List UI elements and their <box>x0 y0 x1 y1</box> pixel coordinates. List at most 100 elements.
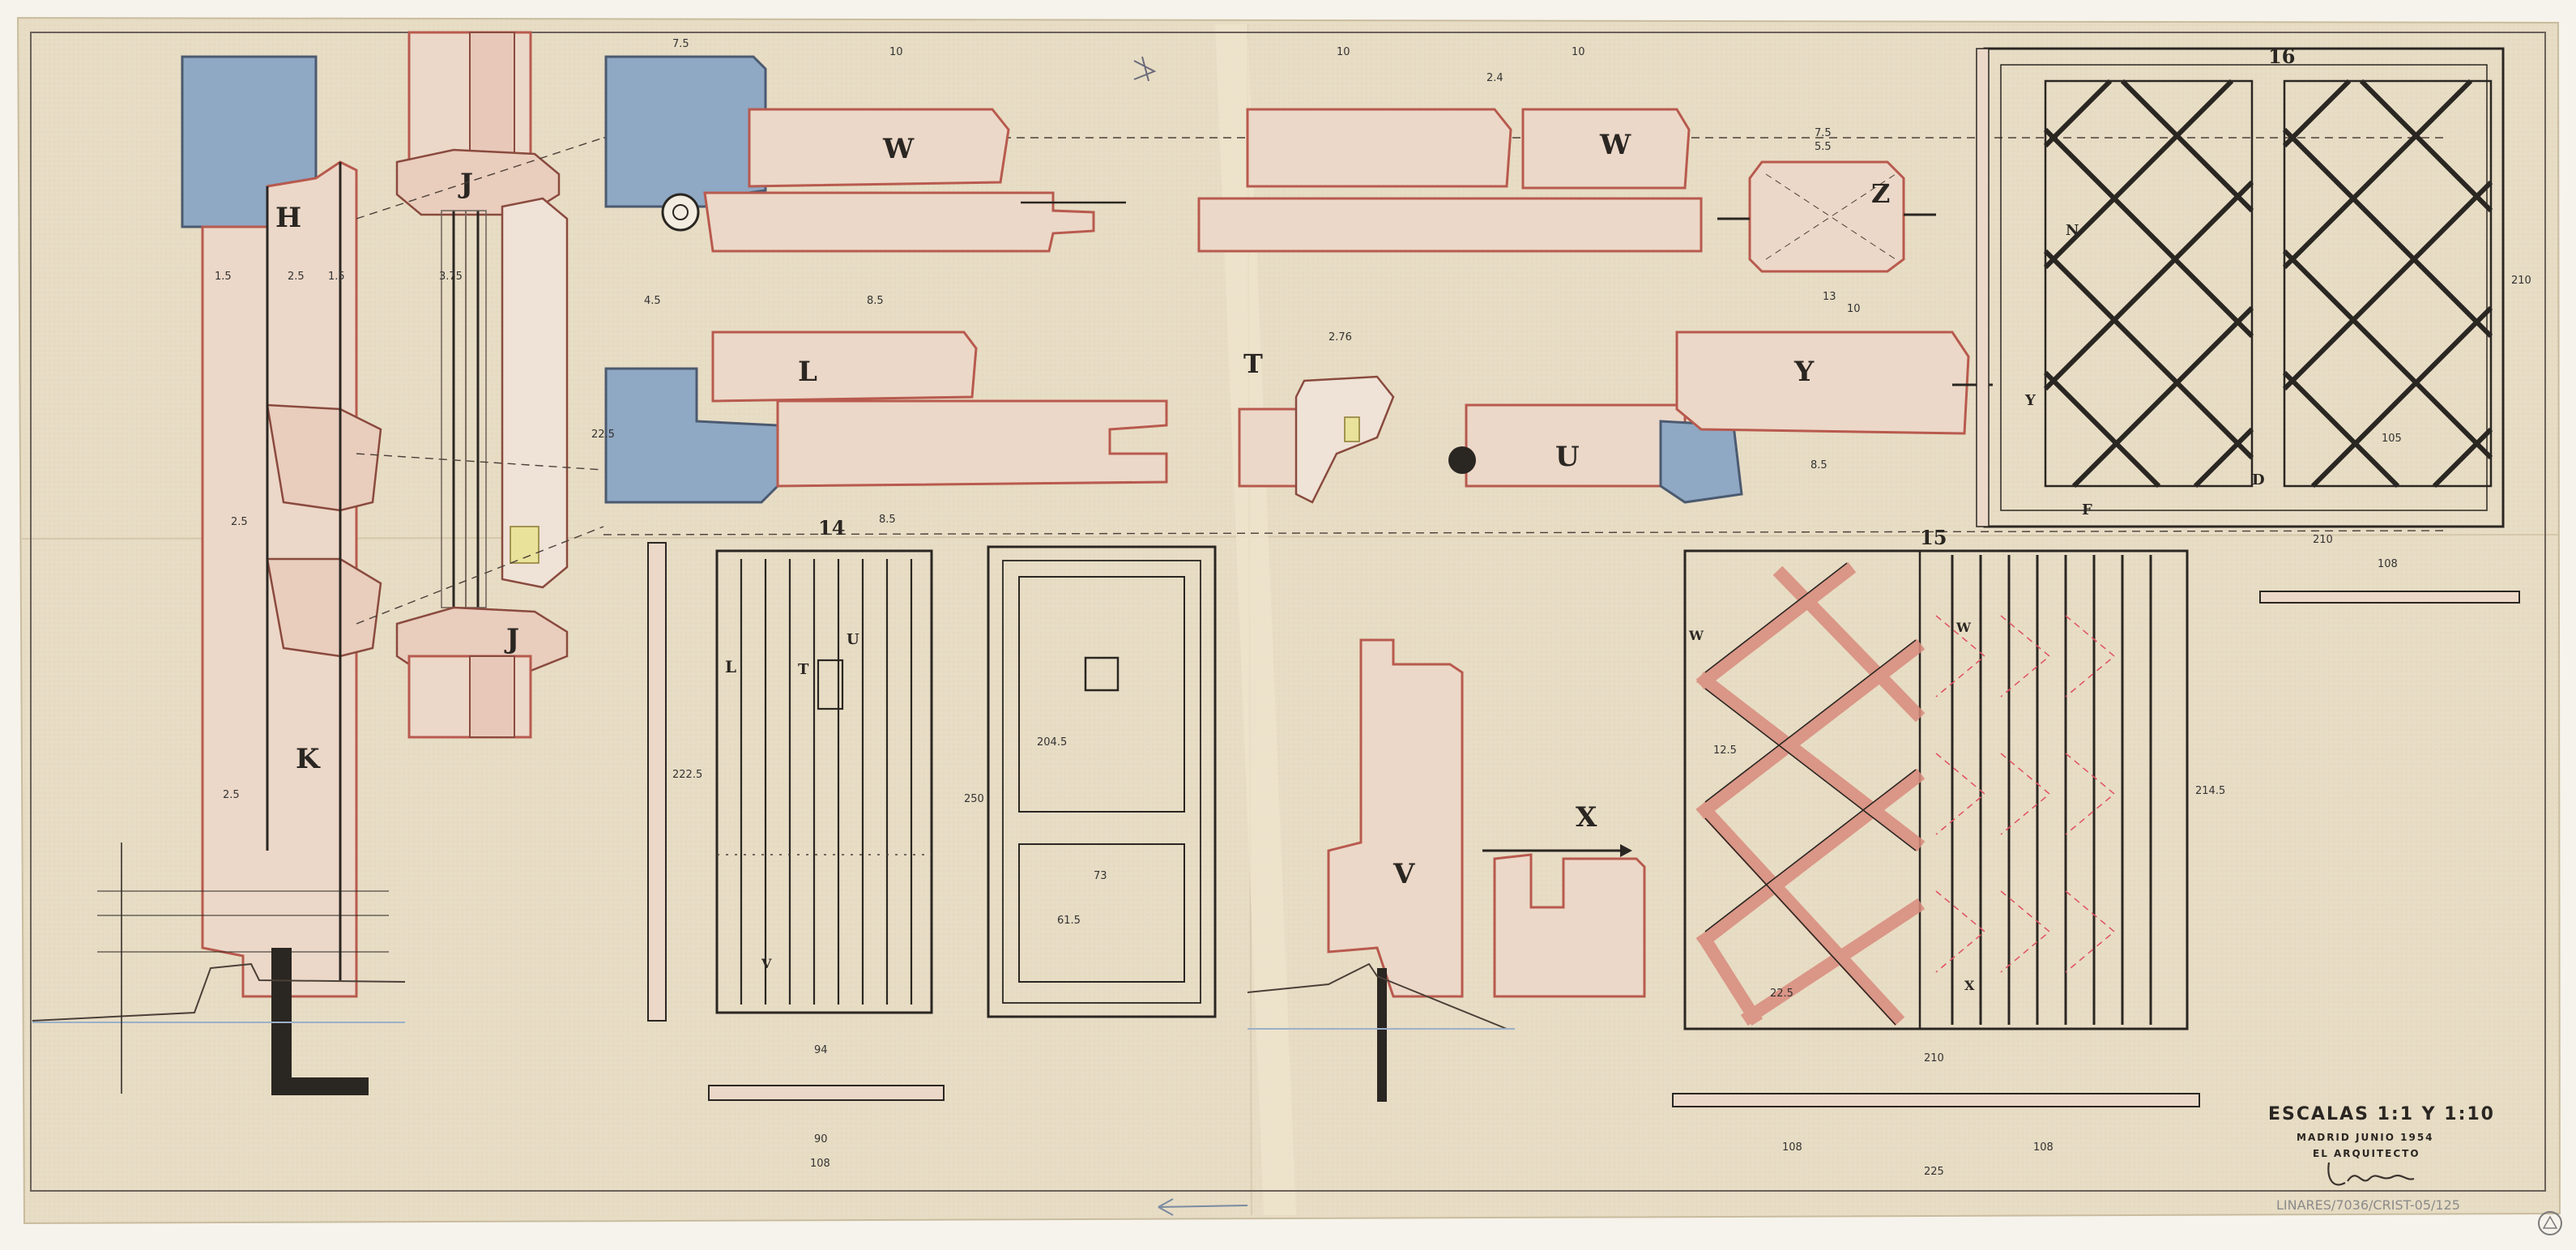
dimension-label: 105 <box>2382 433 2402 445</box>
horizontal-section-w-left: W 7.5 10 4.5 8.5 <box>604 38 1126 307</box>
archive-seal-icon <box>2538 1211 2562 1235</box>
door-15-slats <box>1951 555 2152 1025</box>
section-label-l: L <box>798 356 817 388</box>
section-label-u: U <box>1555 441 1580 473</box>
door-14-panel-elevation: 250 204.5 73 61.5 <box>964 545 1217 1018</box>
section-label-k: K <box>296 743 321 775</box>
door-number-15: 15 <box>1920 526 1947 549</box>
dimension-label: 2.5 <box>231 516 248 528</box>
horizontal-section-l: L 22.5 8.5 <box>591 331 1168 526</box>
vertical-section-x: X <box>1482 801 1646 998</box>
fold-line <box>19 534 2559 540</box>
dimension-label: 22.5 <box>591 429 615 441</box>
dimension-label: 108 <box>2033 1141 2054 1154</box>
dimension-label: 8.5 <box>867 295 884 307</box>
section-label-j-bottom: J <box>504 623 519 655</box>
dimension-label: 250 <box>964 793 984 805</box>
section-label-v: V <box>1392 858 1415 890</box>
section-label-y: Y <box>1793 356 1815 388</box>
vertical-section-j: J J 3.75 <box>395 31 569 739</box>
horizontal-section-y: Y 10 8.5 <box>1675 303 1993 471</box>
door-16-elevation: 16 N Y D F <box>1976 45 2531 604</box>
section-label-t: T <box>1243 348 1263 379</box>
door-16-diamonds-left <box>2043 79 2254 488</box>
door16-label-y: Y <box>2024 392 2036 409</box>
door14-label-l: L <box>725 657 736 676</box>
section-label-x: X <box>1576 801 1597 834</box>
dimension-label: 2.5 <box>223 789 240 801</box>
door-15-hidden-lattice <box>1935 615 2116 973</box>
door16-label-d: D <box>2252 471 2265 488</box>
dimension-label: 5.5 <box>1815 141 1832 153</box>
dimension-label: 214.5 <box>2195 785 2225 797</box>
horizontal-section-w-right: W 10 2.4 10 <box>1197 46 1703 253</box>
door-15-lattice-outline <box>1704 562 1917 1026</box>
dimension-label: 61.5 <box>1057 915 1081 927</box>
dimension-label: 8.5 <box>1810 459 1828 471</box>
dimension-label: 225 <box>1924 1166 1944 1178</box>
door-14-boards <box>740 559 913 1005</box>
tape-strip <box>1215 24 1296 1215</box>
scale-note: ESCALAS 1:1 Y 1:10 <box>2268 1104 2495 1124</box>
dimension-label: 90 <box>814 1133 828 1145</box>
archive-reference: LINARES/7036/CRIST-05/125 <box>2276 1197 2460 1213</box>
dimension-label: 10 <box>889 46 903 58</box>
architect-role: EL ARQUITECTO <box>2313 1148 2420 1159</box>
door15-label-w-left: W <box>1688 628 1704 643</box>
dimension-label: 1.5 <box>215 271 232 283</box>
dimension-label: 8.5 <box>879 514 896 526</box>
door-15-elevation: 15 <box>1672 526 2225 1178</box>
drawing-border <box>30 32 2546 1192</box>
door16-label-n: N <box>2066 222 2079 239</box>
door-15-lattice <box>1695 561 1926 1026</box>
dimension-label: 1.5 <box>328 271 345 283</box>
dimension-label: 2.4 <box>1486 72 1503 84</box>
dimension-label: 210 <box>2313 534 2333 546</box>
section-label-j-top: J <box>458 168 473 200</box>
dimension-label: 10 <box>1337 46 1350 58</box>
dimension-label: 7.5 <box>1815 127 1832 139</box>
dimension-label: 2.76 <box>1329 331 1352 343</box>
dimension-label: 12.5 <box>1713 744 1737 757</box>
title-block: ESCALAS 1:1 Y 1:10 MADRID JUNIO 1954 EL … <box>2268 1104 2562 1235</box>
horizontal-section-tu: T U 2.76 <box>1238 331 1743 504</box>
dimension-label: 94 <box>814 1044 828 1056</box>
place-date: MADRID JUNIO 1954 <box>2297 1132 2434 1143</box>
door-16-diamonds-right <box>2282 79 2493 488</box>
door16-label-f: F <box>2082 501 2092 518</box>
section-label-z: Z <box>1871 178 1890 209</box>
section-label-h: H <box>275 202 301 234</box>
dimension-label: 108 <box>2378 558 2398 570</box>
vertical-section-v: V <box>1247 638 1515 1102</box>
door14-label-t: T <box>798 661 809 678</box>
dimension-label: 210 <box>2511 275 2531 287</box>
door-number-14: 14 <box>818 516 845 540</box>
dimension-label: 3.75 <box>439 271 463 283</box>
door14-label-u: U <box>847 631 859 648</box>
dimension-label: 73 <box>1094 870 1107 882</box>
dimension-label: 22.5 <box>1770 988 1793 1000</box>
dimension-label: 10 <box>1847 303 1861 315</box>
section-label-w-left: W <box>882 133 915 165</box>
dimension-label: 10 <box>1572 46 1585 58</box>
dimension-label: 210 <box>1924 1052 1944 1064</box>
dimension-label: 2.5 <box>288 271 305 283</box>
door15-label-x: X <box>1964 978 1975 993</box>
dimension-label: 4.5 <box>644 295 661 307</box>
dimension-label: 7.5 <box>672 38 689 50</box>
door-14-elevation: 14 L T U V 222.5 94 90 108 <box>647 516 945 1170</box>
dimension-label: 108 <box>810 1158 830 1170</box>
door15-label-w-right: W <box>1955 620 1972 635</box>
section-label-w-right: W <box>1599 129 1631 161</box>
door14-label-v: V <box>761 956 772 971</box>
dimension-label: 13 <box>1823 291 1836 303</box>
dimension-label: 204.5 <box>1037 736 1067 749</box>
dimension-label: 222.5 <box>672 769 702 781</box>
horizontal-section-z: Z 7.5 5.5 13 <box>1717 127 1936 303</box>
vertical-section-hk: H K 1.5 2.5 1.5 2.5 2.5 <box>32 55 406 1095</box>
dimension-label: 108 <box>1782 1141 1802 1154</box>
architect-signature <box>2327 1162 2415 1186</box>
pencil-arrow <box>1158 1198 1248 1216</box>
pencil-scribble <box>1133 56 1157 82</box>
